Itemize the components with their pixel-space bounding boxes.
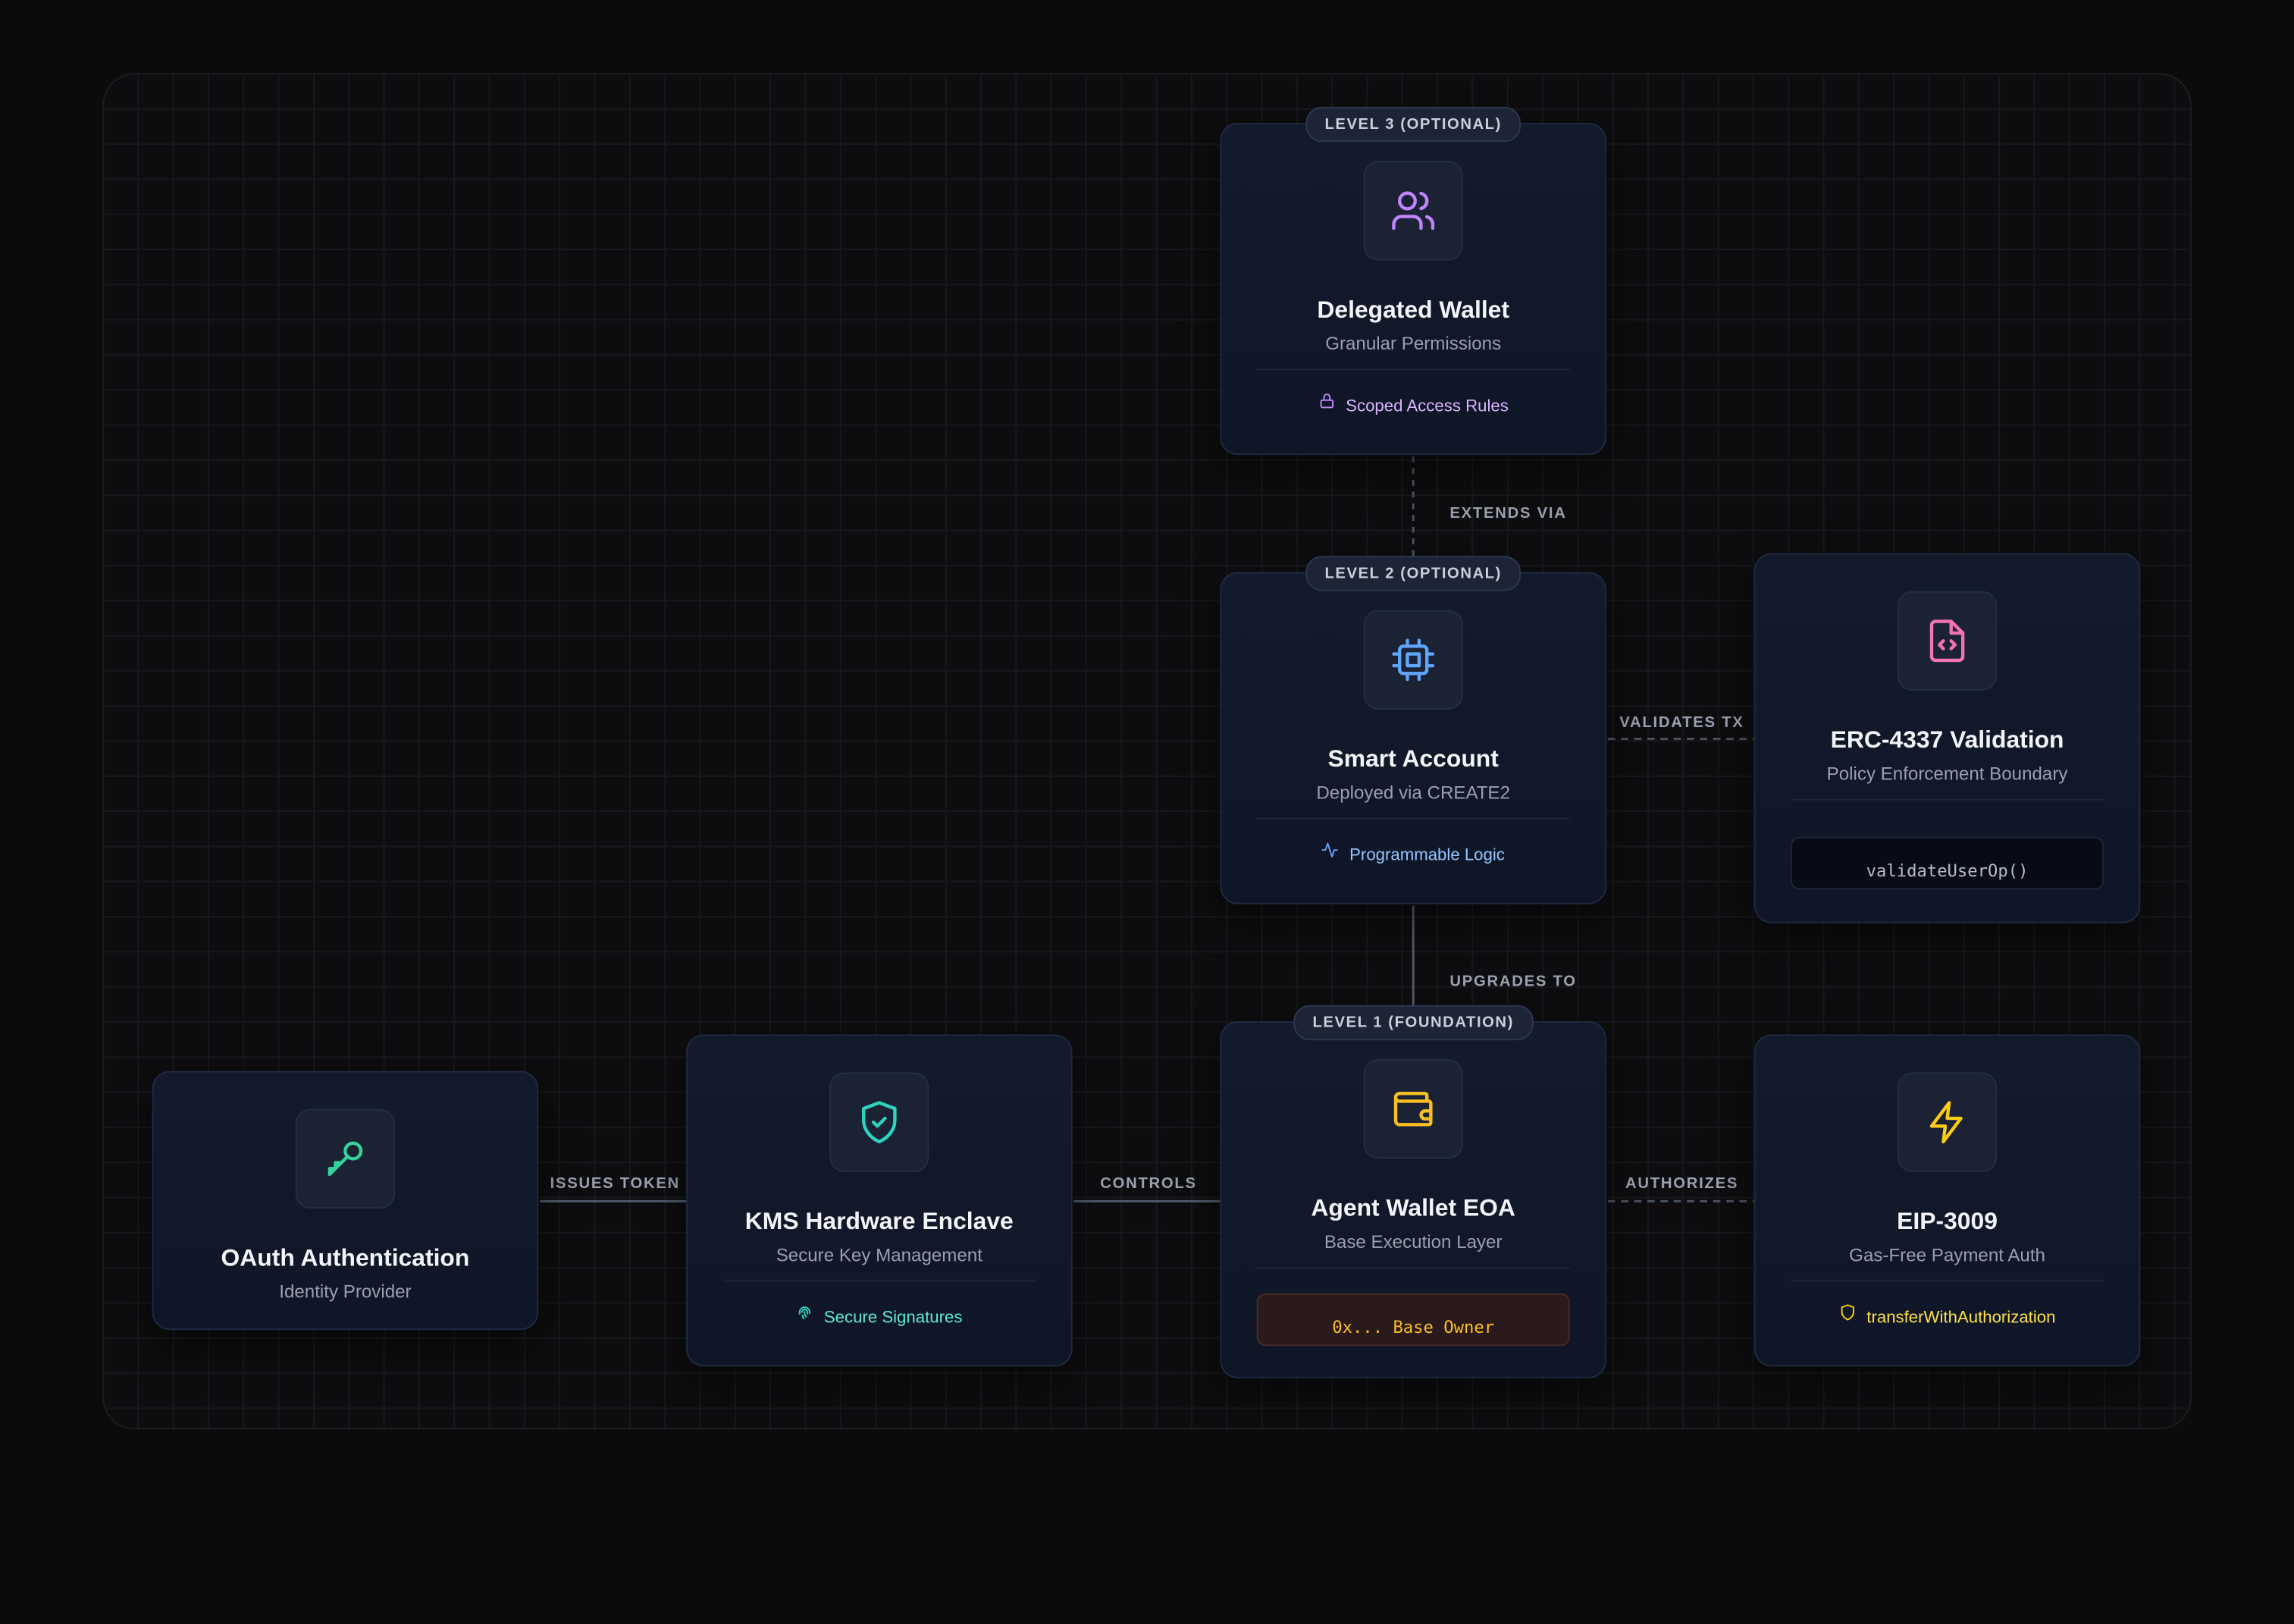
feature-label: Secure Signatures [823, 1309, 963, 1328]
feature-row: Programmable Logic [1221, 842, 1605, 865]
level-badge: LEVEL 1 (FOUNDATION) [1293, 1005, 1533, 1041]
node-title: Delegated Wallet [1317, 296, 1509, 324]
lock-icon [1320, 393, 1333, 409]
shield-icon [1841, 1304, 1854, 1321]
node-subtitle: Deployed via CREATE2 [1316, 782, 1511, 804]
feature-row: transferWithAuthorization [1756, 1304, 2139, 1328]
node-subtitle: Secure Key Management [776, 1245, 982, 1266]
address-badge: 0x... Base Owner [1256, 1293, 1570, 1347]
node-title: OAuth Authentication [221, 1245, 470, 1271]
node-subtitle: Gas-Free Payment Auth [1849, 1245, 2045, 1266]
edge-label-upgrades-to: UPGRADES TO [1449, 973, 1577, 991]
node-title: Agent Wallet EOA [1311, 1195, 1515, 1222]
node-kms-hardware-enclave[interactable]: KMS Hardware Enclave Secure Key Manageme… [686, 1034, 1073, 1367]
node-subtitle: Base Execution Layer [1324, 1231, 1503, 1252]
level-badge: LEVEL 2 (OPTIONAL) [1305, 556, 1521, 591]
lightning-icon [1897, 1072, 1998, 1172]
edge-label-extends-via: EXTENDS VIA [1449, 504, 1567, 522]
node-oauth-authentication[interactable]: OAuth Authentication Identity Provider [152, 1071, 539, 1331]
divider [1256, 368, 1570, 371]
divider [1256, 817, 1570, 820]
feature-label: Scoped Access Rules [1346, 397, 1509, 416]
node-erc-4337-validation[interactable]: ERC-4337 Validation Policy Enforcement B… [1753, 553, 2141, 923]
edge-label-authorizes: AUTHORIZES [1625, 1174, 1739, 1193]
wallet-icon [1363, 1059, 1463, 1159]
code-snippet: validateUserOp() [1791, 836, 2104, 890]
divider [1791, 798, 2104, 801]
node-title: Smart Account [1327, 746, 1499, 773]
connector-layer [540, 456, 1754, 1202]
node-delegated-wallet[interactable]: LEVEL 3 (OPTIONAL) Delegated Wallet Gran… [1220, 106, 1606, 456]
feature-label: transferWithAuthorization [1866, 1309, 2056, 1328]
node-title: EIP-3009 [1897, 1209, 1998, 1235]
node-subtitle: Identity Provider [279, 1281, 412, 1303]
cpu-chip-icon [1363, 610, 1463, 710]
feature-row: Secure Signatures [688, 1306, 1071, 1328]
shield-check-icon [829, 1072, 929, 1172]
divider [1791, 1280, 2104, 1282]
feature-label: Programmable Logic [1349, 847, 1505, 865]
node-title: KMS Hardware Enclave [744, 1209, 1014, 1235]
edge-label-controls: CONTROLS [1100, 1174, 1197, 1193]
node-agent-wallet-eoa[interactable]: LEVEL 1 (FOUNDATION) Agent Wallet EOA Ba… [1220, 1005, 1606, 1378]
level-badge: LEVEL 3 (OPTIONAL) [1305, 106, 1521, 143]
node-eip-3009[interactable]: EIP-3009 Gas-Free Payment Auth transferW… [1753, 1034, 2141, 1367]
node-title: ERC-4337 Validation [1830, 727, 2064, 754]
divider [722, 1280, 1036, 1282]
file-code-icon [1897, 591, 1998, 691]
divider [1256, 1267, 1570, 1269]
feature-row: Scoped Access Rules [1221, 393, 1605, 416]
node-smart-account[interactable]: LEVEL 2 (OPTIONAL) Smart Account Deploye… [1220, 556, 1606, 904]
activity-icon [1322, 842, 1339, 857]
node-subtitle: Granular Permissions [1325, 333, 1502, 355]
node-subtitle: Policy Enforcement Boundary [1826, 763, 2068, 785]
diagram-canvas: EXTENDS VIA VALIDATES TX UPGRADES TO ISS… [102, 73, 2192, 1430]
users-icon [1363, 161, 1463, 261]
key-icon [295, 1108, 396, 1209]
fingerprint-icon [799, 1306, 811, 1320]
edge-label-issues-token: ISSUES TOKEN [550, 1174, 680, 1193]
edge-label-validates-tx: VALIDATES TX [1619, 713, 1744, 732]
